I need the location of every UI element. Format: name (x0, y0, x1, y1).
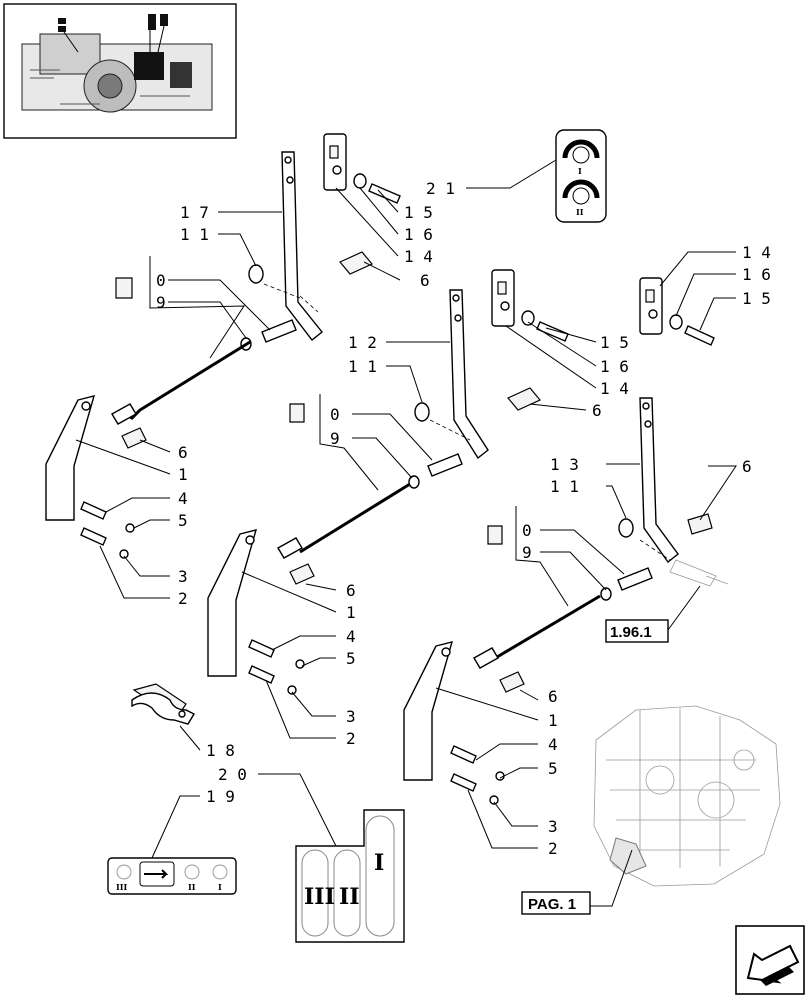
callout-5: 5 (346, 649, 356, 668)
callout-14: 1 4 (742, 243, 771, 262)
plate-large-label-ii: II (339, 884, 360, 910)
callout-3: 3 (178, 567, 188, 586)
callout-5: 5 (178, 511, 188, 530)
shift-assembly-1 (45, 151, 323, 559)
ref-pag-1-label: PAG. 1 (528, 896, 576, 913)
gear-plate-horizontal: III II I (107, 857, 237, 895)
callout-17: 1 7 (180, 203, 209, 222)
callout-19: 1 9 (206, 787, 235, 806)
callout-6b: 6 (548, 687, 558, 706)
callout-12: 1 2 (348, 333, 377, 352)
callout-4: 4 (178, 489, 188, 508)
callout-6: 6 (742, 457, 752, 476)
callout-6: 6 (346, 581, 356, 600)
callout-18: 1 8 (206, 741, 235, 760)
callout-14: 1 4 (600, 379, 629, 398)
ref-1-96-1-label: 1.96.1 (610, 624, 652, 641)
callout-15: 1 5 (600, 333, 629, 352)
callout-4: 4 (548, 735, 558, 754)
callout-10: 0 (522, 521, 532, 540)
leader-lines (75, 159, 737, 907)
gear-ii-label: II (576, 207, 584, 217)
callout-4: 4 (346, 627, 356, 646)
callout-10: 0 (156, 271, 166, 290)
callout-1: 1 (178, 465, 188, 484)
callout-1: 1 (548, 711, 558, 730)
engine-overview-sketch (593, 705, 781, 887)
plate-large-label-iii: III (304, 884, 335, 910)
callout-6: 6 (420, 271, 430, 290)
shift-assembly-3 (403, 397, 729, 805)
callout-10: 0 (330, 405, 340, 424)
callout-11: 1 1 (180, 225, 209, 244)
callout-2: 2 (178, 589, 188, 608)
right-bracket-assembly (639, 277, 715, 346)
previous-page-arrow-icon (746, 944, 800, 986)
ref-link-pag-1[interactable]: PAG. 1 (521, 891, 591, 915)
callout-14: 1 4 (404, 247, 433, 266)
callout-9: 9 (156, 293, 166, 312)
callout-16: 1 6 (404, 225, 433, 244)
tractor-transmission-thumbnail-icon (21, 14, 213, 113)
callout-15: 1 5 (742, 289, 771, 308)
callout-9: 9 (330, 429, 340, 448)
mounting-clip (131, 692, 195, 725)
callout-6: 6 (178, 443, 188, 462)
callout-20: 2 0 (218, 765, 247, 784)
callout-labels: 2 1 1 5 1 6 1 4 6 1 7 1 1 0 9 6 1 4 5 3 … (156, 179, 771, 858)
callout-1: 1 (346, 603, 356, 622)
callout-2: 2 (548, 839, 558, 858)
callout-16: 1 6 (600, 357, 629, 376)
ref-link-1-96-1[interactable]: 1.96.1 (605, 619, 669, 643)
callout-13: 1 3 (550, 455, 579, 474)
callout-11: 1 1 (348, 357, 377, 376)
plate-small-label-i: I (218, 882, 222, 892)
plate-large-label-i: I (374, 850, 384, 876)
gear-indicator-plate: I II (555, 129, 607, 223)
callout-21: 2 1 (426, 179, 455, 198)
callout-11: 1 1 (550, 477, 579, 496)
callout-15: 1 5 (404, 203, 433, 222)
callout-6: 6 (592, 401, 602, 420)
gear-plate-large: III II I (295, 809, 405, 943)
callout-3: 3 (346, 707, 356, 726)
callout-2: 2 (346, 729, 356, 748)
previous-page-button[interactable] (735, 925, 805, 995)
plate-small-label-iii: III (116, 882, 127, 892)
thumbnail-frame[interactable] (3, 3, 237, 139)
callout-9: 9 (522, 543, 532, 562)
shift-assembly-2 (132, 289, 489, 717)
callout-3: 3 (548, 817, 558, 836)
top-bracket-assembly (323, 133, 401, 275)
callout-5: 5 (548, 759, 558, 778)
plate-small-label-ii: II (188, 882, 196, 892)
gear-i-label: I (578, 166, 582, 176)
callout-16: 1 6 (742, 265, 771, 284)
mid-bracket-assembly (491, 269, 569, 411)
